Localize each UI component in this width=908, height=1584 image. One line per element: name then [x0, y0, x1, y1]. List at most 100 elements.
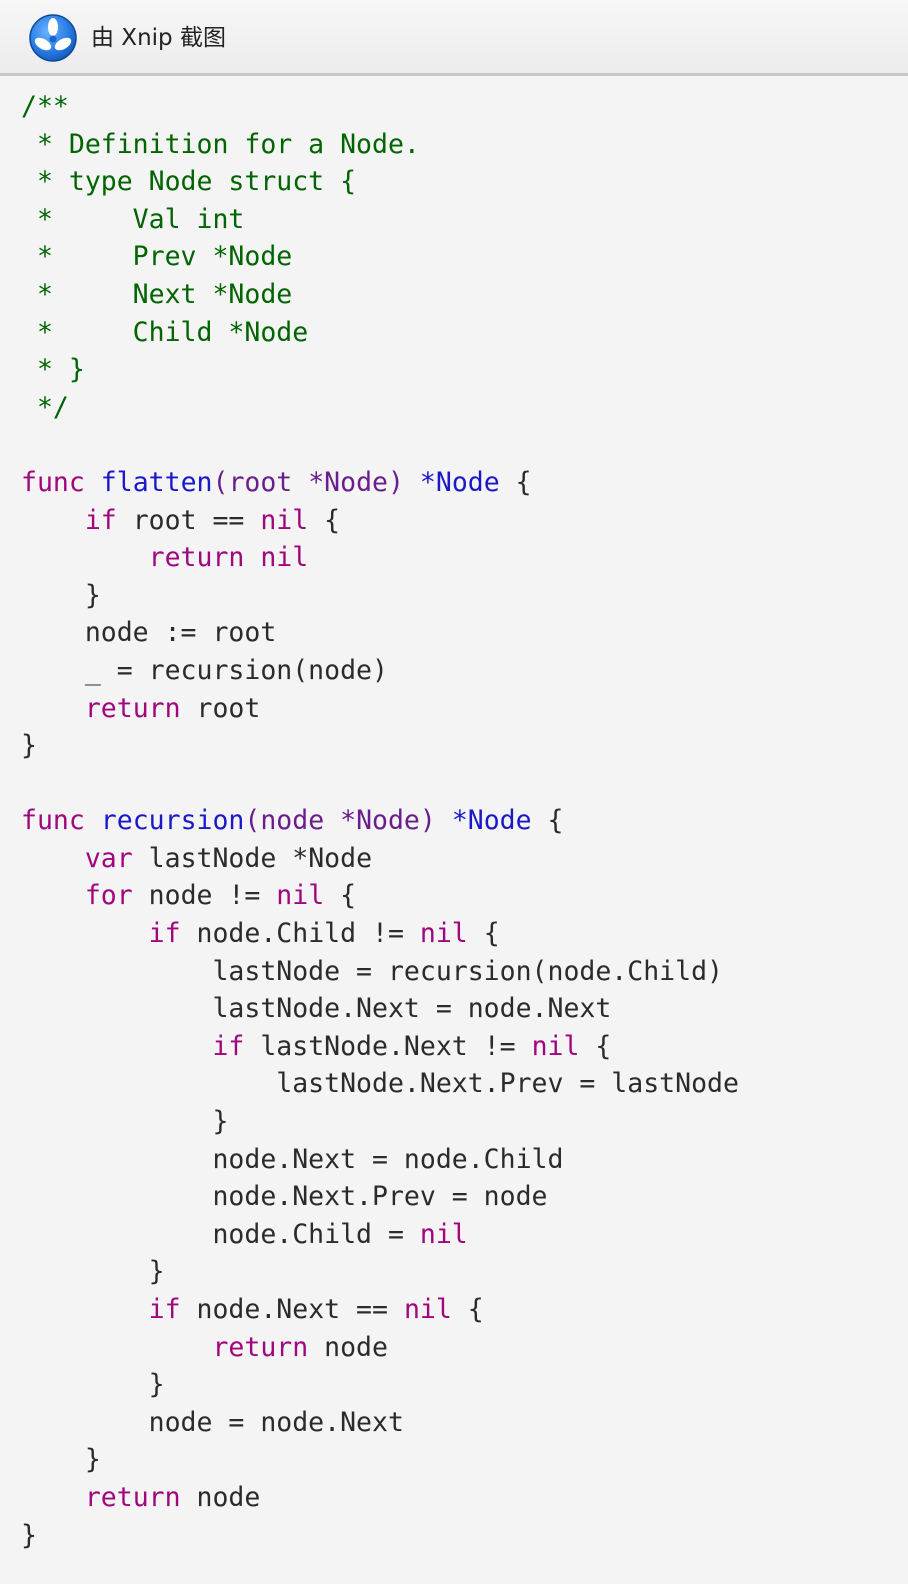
xnip-app-icon: [28, 13, 78, 63]
code-token-plain: root ==: [116, 504, 261, 536]
code-token-plain: [21, 693, 85, 724]
code-line: [21, 426, 739, 464]
code-line: }: [21, 1441, 739, 1479]
code-token-comment: * }: [21, 354, 85, 386]
code-token-comment: * Child *Node: [21, 316, 309, 348]
code-line: * Definition for a Node.: [21, 126, 739, 164]
code-token-builtin: nil: [403, 1294, 452, 1325]
code-line: * Val int: [21, 201, 739, 239]
code-token-builtin: nil: [419, 1218, 468, 1250]
code-token-plain: {: [531, 805, 564, 837]
code-line: _ = recursion(node): [21, 652, 739, 690]
code-token-builtin: nil: [419, 918, 468, 950]
code-token-plain: {: [308, 504, 341, 536]
code-line: lastNode.Next.Prev = lastNode: [21, 1065, 739, 1103]
code-token-plain: node.Child !=: [180, 918, 420, 950]
code-line: return root: [21, 690, 739, 728]
code-token-funcname: recursion: [100, 805, 245, 837]
code-line: return nil: [21, 539, 739, 577]
code-line: * Prev *Node: [21, 238, 739, 276]
code-token-plain: {: [324, 880, 357, 912]
code-token-keyword: for: [84, 880, 133, 912]
code-line: }: [21, 1366, 739, 1404]
code-token-type: *Node: [451, 805, 532, 837]
code-token-plain: [21, 843, 85, 874]
code-line: * type Node struct {: [21, 163, 739, 201]
code-token-keyword: if: [84, 504, 117, 536]
code-line: * Child *Node: [21, 314, 739, 352]
code-token-builtin: nil: [260, 542, 309, 574]
code-token-plain: }: [21, 1519, 37, 1551]
code-token-param: (node *Node): [244, 805, 452, 837]
code-line: }: [21, 1517, 739, 1555]
code-line: }: [21, 1253, 739, 1291]
code-token-keyword: return: [84, 1481, 181, 1513]
code-token-plain: }: [21, 730, 37, 762]
code-token-comment: */: [21, 391, 69, 423]
code-line: node.Next = node.Child: [21, 1141, 739, 1179]
code-token-builtin: nil: [260, 504, 309, 536]
code-token-keyword: return: [212, 1331, 309, 1363]
code-token-plain: node = node.Next: [21, 1406, 404, 1438]
code-token-keyword: if: [148, 918, 181, 950]
code-line: lastNode.Next = node.Next: [21, 990, 739, 1028]
code-token-plain: node: [308, 1331, 388, 1363]
code-line: if node.Child != nil {: [21, 915, 739, 953]
code-token-plain: }: [21, 579, 101, 611]
code-token-plain: }: [21, 1106, 229, 1138]
window-titlebar: 由 Xnip 截图: [0, 0, 908, 76]
code-line: * }: [21, 351, 739, 389]
code-token-plain: [21, 1332, 212, 1363]
code-token-plain: [244, 542, 260, 573]
code-token-keyword: var: [84, 842, 133, 874]
code-token-plain: lastNode *Node: [132, 842, 373, 874]
code-line: /**: [21, 88, 739, 126]
code-token-plain: _ = recursion(node): [21, 654, 388, 686]
code-line: [21, 765, 739, 803]
code-token-plain: }: [21, 1444, 101, 1476]
code-token-keyword: if: [212, 1030, 245, 1062]
code-token-keyword: if: [148, 1294, 181, 1325]
code-line: * Next *Node: [21, 276, 739, 314]
code-token-plain: [21, 1482, 85, 1513]
code-line: node.Next.Prev = node: [21, 1178, 739, 1216]
code-line: func flatten(root *Node) *Node {: [21, 464, 739, 502]
code-token-plain: }: [21, 1369, 165, 1401]
code-line: var lastNode *Node: [21, 840, 739, 878]
code-token-funcname: flatten: [100, 466, 213, 498]
code-token-plain: lastNode.Next !=: [244, 1030, 532, 1062]
code-token-plain: [21, 1031, 212, 1062]
code-token-keyword: return: [84, 692, 181, 724]
code-token-comment: * Next *Node: [21, 278, 293, 310]
code-line: if lastNode.Next != nil {: [21, 1028, 739, 1066]
code-token-plain: node := root: [21, 617, 277, 649]
code-line: if root == nil {: [21, 502, 739, 540]
code-token-builtin: nil: [276, 880, 325, 912]
code-token-comment: * Val int: [21, 203, 245, 235]
code-line: node := root: [21, 614, 739, 652]
code-token-plain: lastNode = recursion(node.Child): [21, 955, 723, 987]
code-token-plain: [21, 880, 85, 911]
code-token-plain: node.Next = node.Child: [21, 1143, 564, 1175]
code-line: for node != nil {: [21, 877, 739, 915]
code-token-plain: node.Child =: [21, 1218, 420, 1250]
code-token-plain: [85, 467, 101, 498]
code-token-plain: [21, 505, 85, 536]
code-token-plain: }: [21, 1256, 165, 1288]
code-token-comment: /**: [21, 91, 69, 122]
code-token-plain: root: [180, 692, 261, 724]
code-line: }: [21, 727, 739, 765]
code-line: node.Child = nil: [21, 1216, 739, 1254]
code-token-comment: * Definition for a Node.: [21, 128, 420, 160]
code-line: return node: [21, 1479, 739, 1517]
code-token-param: (root *Node): [212, 466, 420, 498]
code-line: }: [21, 1103, 739, 1141]
code-token-builtin: nil: [531, 1030, 580, 1062]
code-token-plain: lastNode.Next = node.Next: [21, 993, 612, 1025]
code-line: lastNode = recursion(node.Child): [21, 953, 739, 991]
code-token-keyword: return: [148, 542, 245, 574]
code-token-plain: [21, 918, 149, 949]
code-token-type: *Node: [419, 466, 500, 498]
code-line: node = node.Next: [21, 1404, 739, 1442]
code-token-plain: {: [499, 466, 532, 498]
